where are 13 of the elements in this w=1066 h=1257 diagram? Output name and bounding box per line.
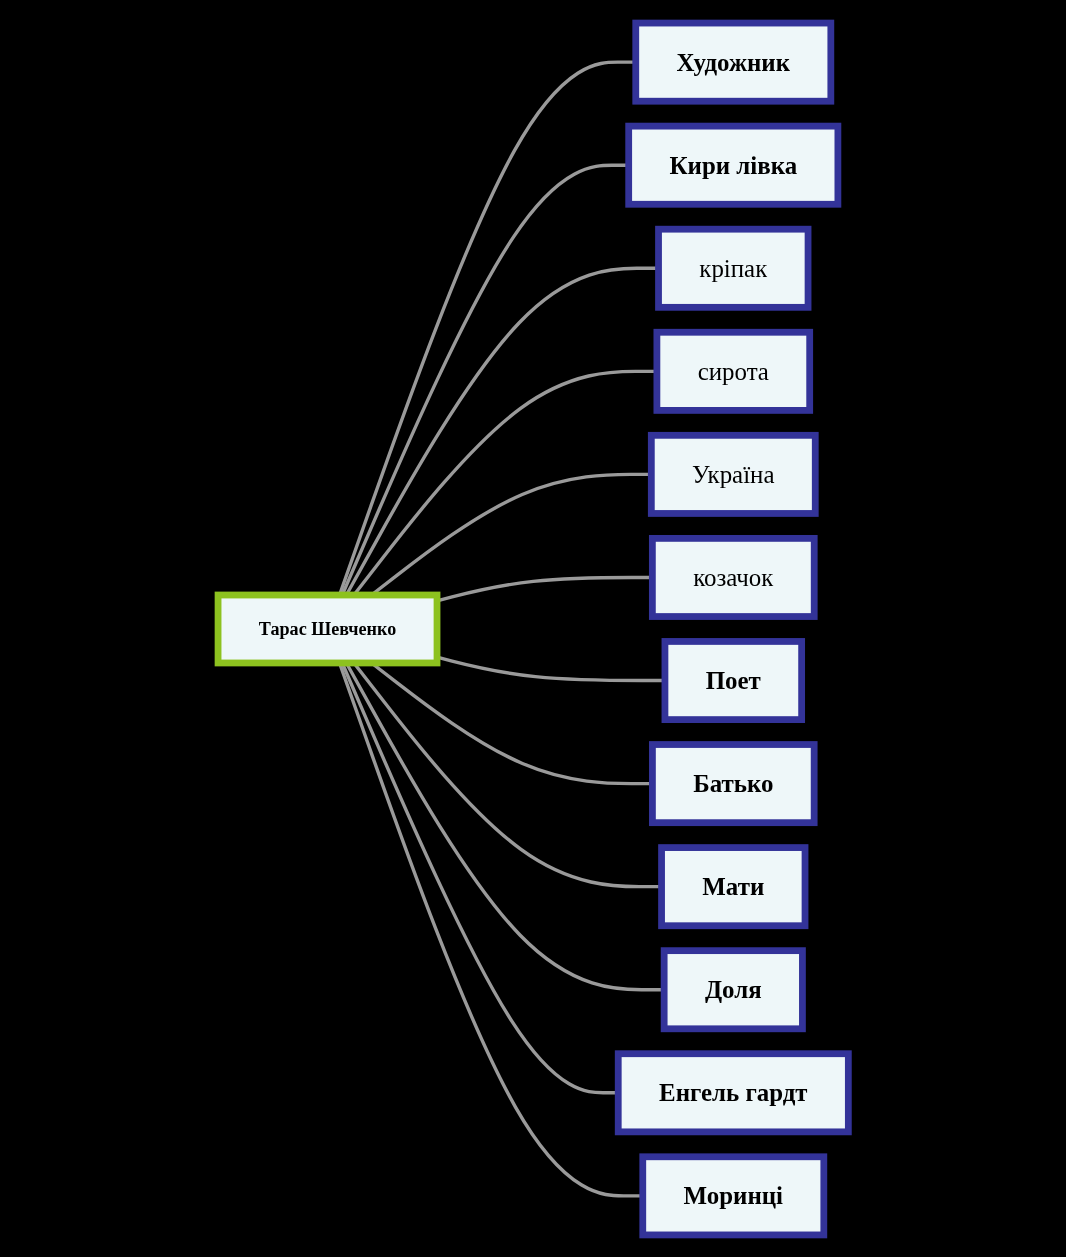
node-box: козачок xyxy=(648,534,818,620)
node-box: Енгель гардт xyxy=(614,1049,852,1135)
node-box: Тарас Шевченко xyxy=(214,591,441,666)
node-box: Україна xyxy=(647,431,819,517)
node-box: сирота xyxy=(653,328,813,414)
node-box: Батько xyxy=(648,740,818,826)
node-box: Моринці xyxy=(639,1152,827,1238)
node-box: Доля xyxy=(660,946,806,1032)
node-box: Поет xyxy=(661,637,805,723)
node-box: Художник xyxy=(632,19,834,105)
node-box: кріпак xyxy=(654,225,812,311)
node-box: Кири лівка xyxy=(625,122,842,208)
node-box: Мати xyxy=(657,843,809,929)
